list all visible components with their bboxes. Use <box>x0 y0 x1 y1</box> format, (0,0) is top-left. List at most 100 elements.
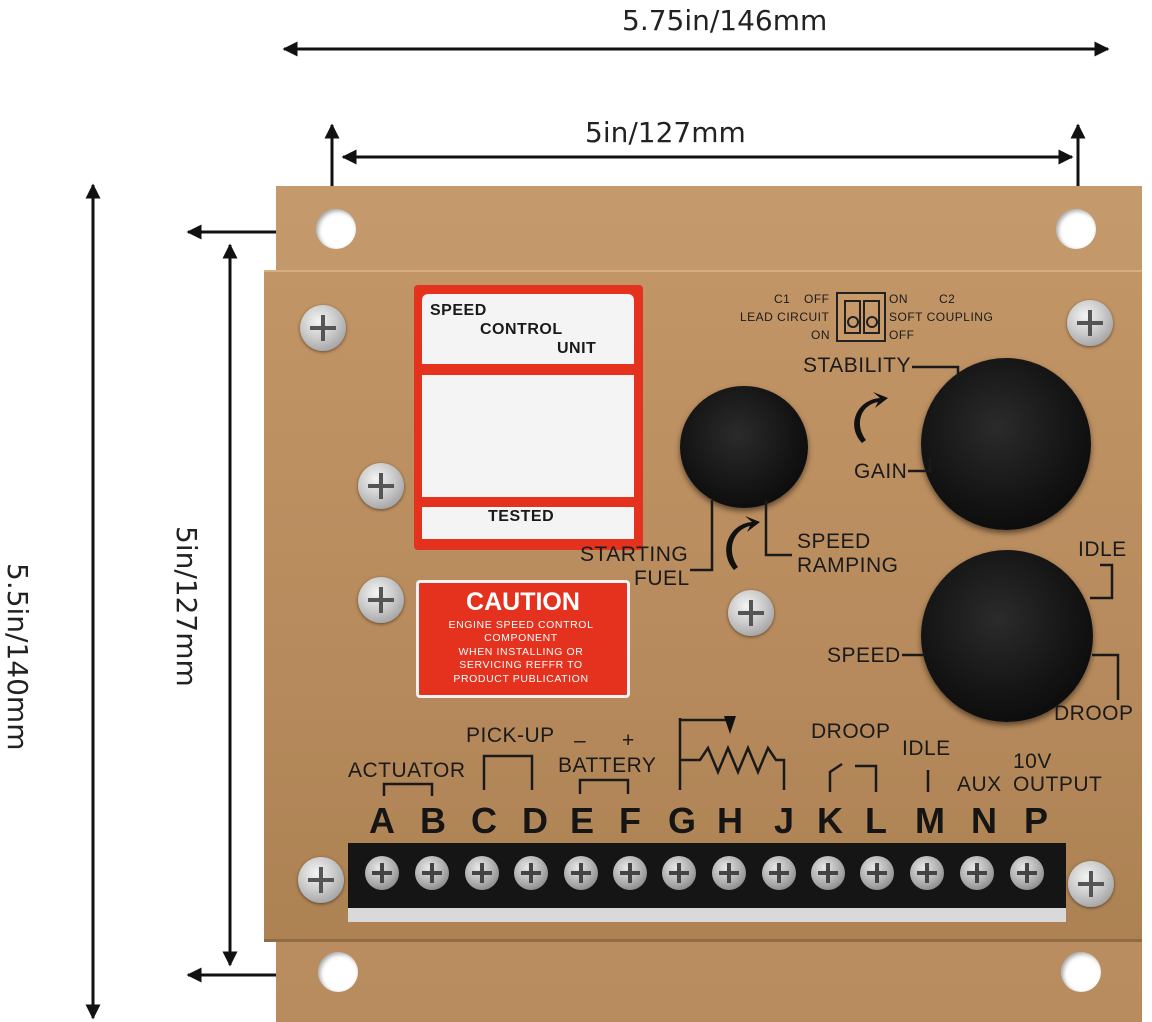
terminal-screw-g[interactable] <box>662 856 696 890</box>
switch-c2-label: C2 <box>939 292 956 306</box>
screw-bottom-left <box>298 857 344 903</box>
caution-title: CAUTION <box>466 588 580 616</box>
sticker-footer-area <box>422 507 634 539</box>
battery-label: BATTERY <box>558 754 657 777</box>
terminal-screw-e[interactable] <box>564 856 598 890</box>
fuel-label: FUEL <box>634 567 690 590</box>
terminal-letter-g: G <box>667 800 696 841</box>
terminal-letter-n: N <box>971 800 997 841</box>
overall-width-label: 5.75in/146mm <box>622 4 828 37</box>
sticker-line-unit: UNIT <box>557 340 597 357</box>
terminal-letter-b: B <box>420 800 446 841</box>
potentiometer-symbol <box>678 718 786 790</box>
terminal-screw-m[interactable] <box>910 856 944 890</box>
terminal-screw-p[interactable] <box>1010 856 1044 890</box>
switch-on-right-label: ON <box>889 292 908 306</box>
switch-off-right-label: OFF <box>889 328 915 342</box>
speed-ramping-label-2: RAMPING <box>797 554 899 577</box>
caution-line-3: WHEN INSTALLING OR <box>458 646 584 658</box>
terminal-letter-j: J <box>773 800 795 841</box>
potentiometer-arrow-icon <box>724 716 736 734</box>
sticker-line-speed: SPEED <box>430 302 487 319</box>
terminal-letter-e: E <box>569 800 594 841</box>
stability-leader <box>912 365 960 380</box>
starting-label: STARTING <box>580 543 689 566</box>
switch-lead-circuit-label: LEAD CIRCUIT <box>740 310 830 324</box>
screw-left-upper <box>358 463 404 509</box>
actuator-label: ACTUATOR <box>348 759 466 782</box>
terminal-screw-d[interactable] <box>514 856 548 890</box>
terminal-screw-j[interactable] <box>762 856 796 890</box>
switch-off-left-label: OFF <box>804 292 830 306</box>
terminal-letter-k: K <box>817 800 843 841</box>
droop-switch-symbol <box>828 762 878 792</box>
idle-group-label: IDLE <box>902 737 951 760</box>
terminal-strip-base <box>348 908 1066 922</box>
speed-ramping-leader <box>764 500 792 557</box>
screw-bottom-right <box>1068 861 1114 907</box>
sticker-tested: TESTED <box>488 508 555 525</box>
dip-switch-c2[interactable] <box>863 300 880 334</box>
battery-minus-label: – <box>574 729 587 752</box>
terminal-screw-k[interactable] <box>811 856 845 890</box>
sticker-header-area <box>422 294 634 364</box>
dip-toggle-c1 <box>847 316 859 328</box>
gain-label: GAIN <box>854 460 908 483</box>
dip-switch[interactable] <box>836 292 886 342</box>
gain-leader <box>908 458 932 473</box>
speed-ramping-label-1: SPEED <box>797 530 871 553</box>
terminal-screw-f[interactable] <box>613 856 647 890</box>
terminal-letter-f: F <box>619 800 641 841</box>
battery-bracket <box>578 778 630 794</box>
panel-width-label: 5in/127mm <box>585 116 746 149</box>
stability-label: STABILITY <box>803 354 911 377</box>
screw-top-right <box>1067 300 1113 346</box>
droop-label: DROOP <box>1054 702 1134 725</box>
caution-sticker <box>416 580 630 698</box>
screw-top-left <box>300 305 346 351</box>
droop-group-label: DROOP <box>811 720 891 743</box>
speed-droop-knob[interactable] <box>921 550 1093 722</box>
terminal-letter-a: A <box>369 800 395 841</box>
pickup-bracket <box>482 754 534 790</box>
output-label-1: 10V <box>1013 750 1052 773</box>
terminal-letter-h: H <box>717 800 743 841</box>
switch-soft-coupling-label: SOFT COUPLING <box>889 310 994 324</box>
caution-line-2: COMPONENT <box>484 632 558 644</box>
battery-plus-label: + <box>622 729 635 752</box>
terminal-screw-a[interactable] <box>365 856 399 890</box>
terminal-letter-d: D <box>522 800 548 841</box>
caution-line-1: ENGINE SPEED CONTROL <box>448 619 594 631</box>
screw-left-lower <box>358 577 404 623</box>
terminal-letter-l: L <box>865 800 887 841</box>
stability-gain-knob[interactable] <box>921 358 1091 530</box>
idle-leader <box>1090 563 1114 600</box>
stability-rotate-arrow-icon <box>854 392 888 443</box>
screw-center <box>728 590 774 636</box>
starting-fuel-leader <box>690 500 714 572</box>
ramping-rotate-arrow-icon <box>726 516 760 570</box>
mount-hole-top-right <box>1056 209 1096 249</box>
terminal-letter-c: C <box>471 800 497 841</box>
terminal-screw-h[interactable] <box>712 856 746 890</box>
dip-switch-c1[interactable] <box>844 300 861 334</box>
terminal-screw-b[interactable] <box>415 856 449 890</box>
terminal-screw-c[interactable] <box>465 856 499 890</box>
switch-c1-label: C1 <box>774 292 791 306</box>
idle-label: IDLE <box>1078 538 1127 561</box>
mount-hole-bottom-left <box>318 952 358 992</box>
mount-hole-top-left <box>316 209 356 249</box>
terminal-screw-n[interactable] <box>960 856 994 890</box>
switch-on-left-label: ON <box>811 328 830 342</box>
terminal-screw-l[interactable] <box>860 856 894 890</box>
droop-leader <box>1092 653 1120 700</box>
sticker-blank-area <box>422 375 634 497</box>
starting-fuel-ramping-knob[interactable] <box>680 386 808 508</box>
terminal-strip <box>348 843 1066 915</box>
dip-toggle-c2 <box>866 316 878 328</box>
terminal-letter-p: P <box>1023 800 1048 841</box>
caution-line-5: PRODUCT PUBLICATION <box>453 673 589 685</box>
